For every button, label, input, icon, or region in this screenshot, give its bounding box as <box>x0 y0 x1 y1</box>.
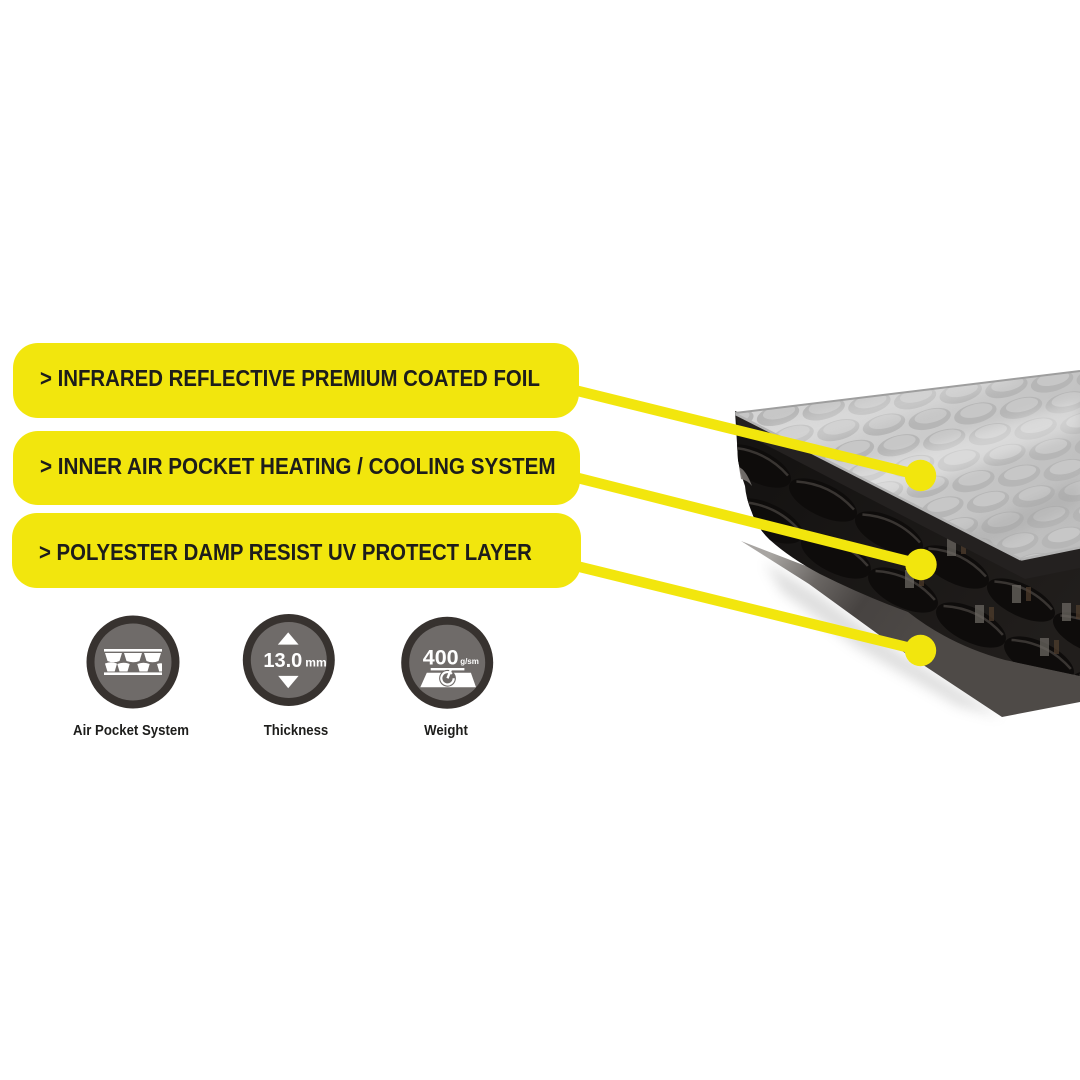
svg-text:mm: mm <box>305 656 326 670</box>
svg-text:400: 400 <box>423 646 459 670</box>
svg-text:13.0: 13.0 <box>263 650 302 672</box>
svg-text:g/sm: g/sm <box>460 657 479 666</box>
